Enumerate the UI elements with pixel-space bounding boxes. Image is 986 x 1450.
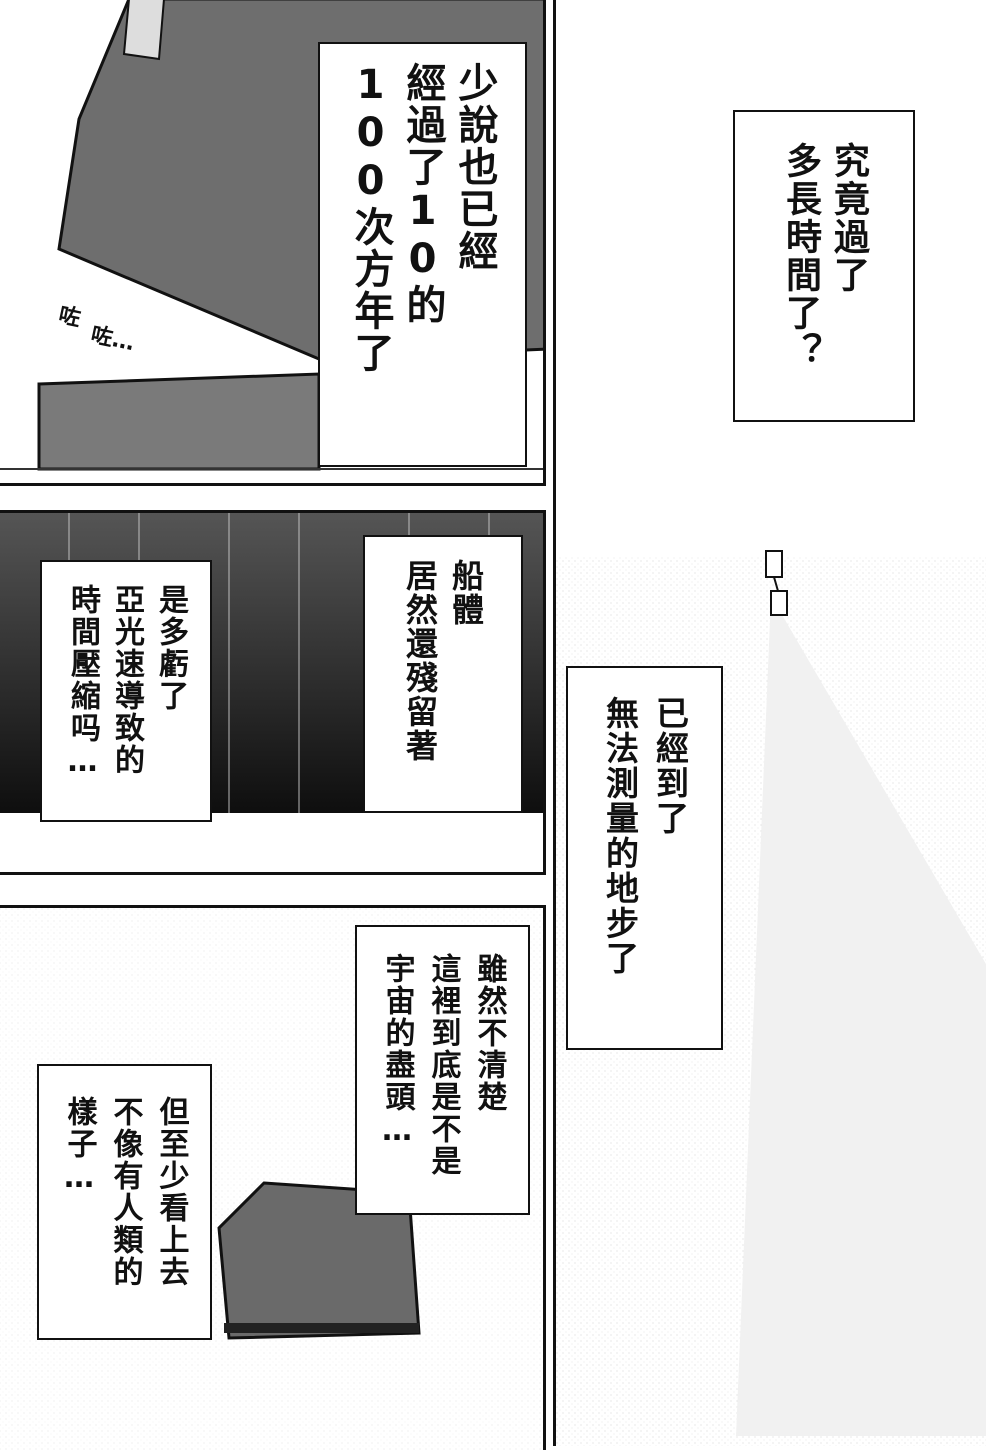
caption-text: 雖然不清楚 這裡到底是不是 宇宙的盡頭… — [379, 953, 507, 1177]
caption-text: 但至少看上去 不像有人類的 樣子… — [61, 1096, 189, 1288]
caption-text: 究竟過了 多長時間了？ — [780, 142, 869, 370]
caption-bottom-left: 但至少看上去 不像有人類的 樣子… — [37, 1064, 212, 1340]
caption-text: 船體 居然還殘留著 — [401, 559, 485, 763]
caption-text: 已經到了 無法測量的地步了 — [600, 696, 690, 976]
caption-middle-left: 是多虧了 亞光速導致的 時間壓縮吗… — [40, 560, 212, 822]
caption-top-left: 少說也已經 經過了10的 100次方年了 — [318, 42, 527, 467]
caption-right-top: 究竟過了 多長時間了？ — [733, 110, 915, 422]
caption-bottom-right: 雖然不清楚 這裡到底是不是 宇宙的盡頭… — [355, 925, 530, 1215]
caption-text: 是多虧了 亞光速導致的 時間壓縮吗… — [65, 584, 188, 781]
caption-right-middle: 已經到了 無法測量的地步了 — [566, 666, 723, 1050]
caption-text: 少說也已經 經過了10的 100次方年了 — [347, 62, 498, 374]
caption-middle-right: 船體 居然還殘留著 — [363, 535, 523, 813]
tiny-ship-icon — [765, 550, 788, 616]
